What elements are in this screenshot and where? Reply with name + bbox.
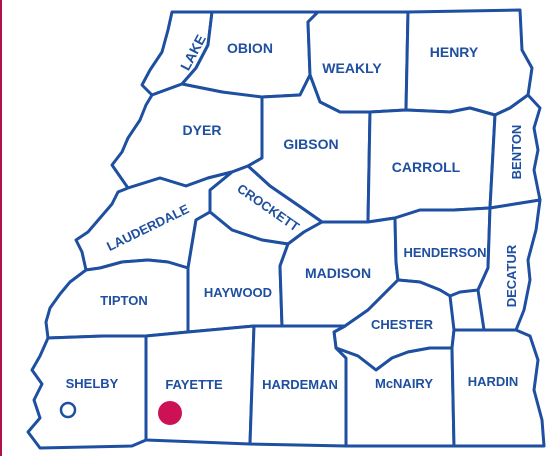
county-hardin[interactable] — [450, 328, 546, 448]
marker-fayette-filled — [158, 401, 182, 425]
marker-shelby-hollow — [59, 401, 77, 419]
label-fayette: FAYETTE — [165, 377, 223, 392]
label-haywood: HAYWOOD — [204, 285, 272, 300]
county-mcnairy[interactable] — [334, 346, 456, 448]
label-henderson: HENDERSON — [403, 245, 486, 260]
label-shelby: SHELBY — [66, 376, 119, 391]
label-madison: MADISON — [305, 265, 371, 281]
label-carroll: CARROLL — [392, 159, 461, 175]
label-gibson: GIBSON — [283, 136, 338, 152]
label-mcnairy: McNAIRY — [375, 376, 433, 391]
label-benton: BENTON — [509, 125, 524, 180]
county-decatur[interactable] — [476, 198, 542, 332]
label-hardin: HARDIN — [468, 374, 519, 389]
county-henry[interactable] — [404, 8, 534, 117]
left-edge-stripe — [0, 0, 2, 456]
county-shelby[interactable] — [26, 334, 148, 450]
label-chester: CHESTER — [371, 317, 434, 332]
label-hardeman: HARDEMAN — [262, 377, 338, 392]
label-tipton: TIPTON — [100, 293, 147, 308]
label-dyer: DYER — [183, 122, 222, 138]
label-weakly: WEAKLY — [322, 60, 382, 76]
label-henry: HENRY — [430, 44, 479, 60]
label-decatur: DECATUR — [504, 244, 519, 307]
label-obion: OBION — [227, 40, 273, 56]
